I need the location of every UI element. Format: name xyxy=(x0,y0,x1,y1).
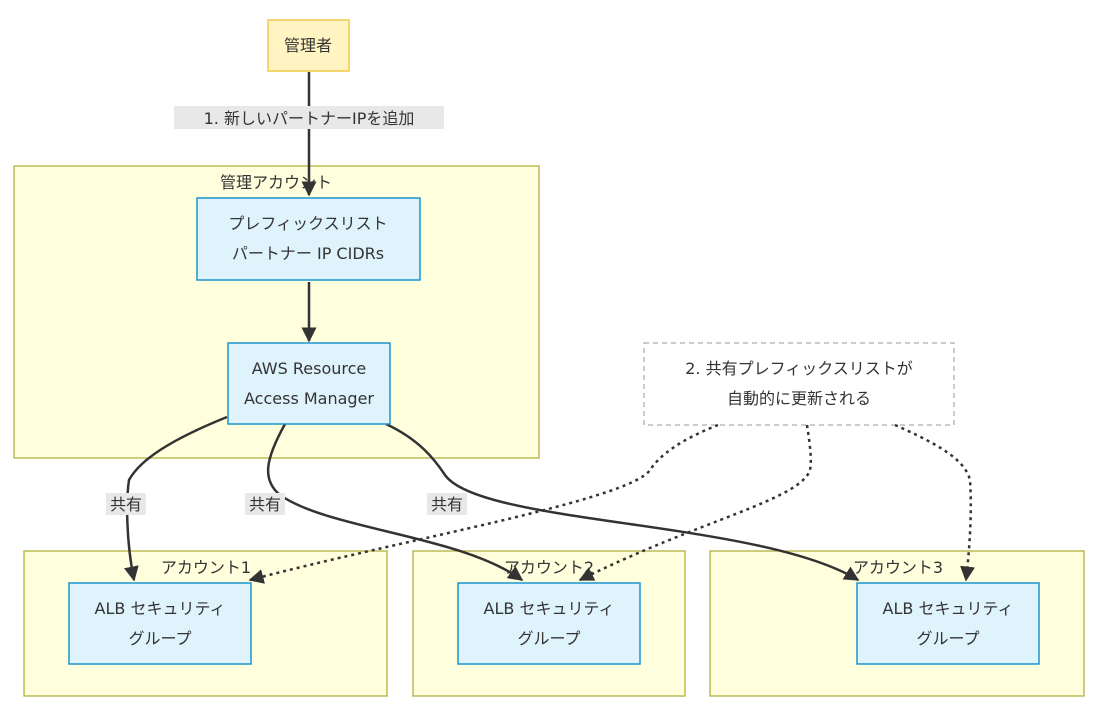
edge-ram-to-account3 xyxy=(385,422,860,582)
node-prefix-list-line-1: プレフィックスリスト xyxy=(228,214,387,233)
node-prefix-list: プレフィックスリスト パートナー IP CIDRs xyxy=(196,197,421,281)
cluster-account2-label: アカウント2 xyxy=(504,558,594,577)
edge-note-to-account2 xyxy=(578,424,813,582)
edge-note-to-account1 xyxy=(248,423,719,584)
node-alb-sg-3: ALB セキュリティ グループ xyxy=(856,582,1040,665)
node-ram-line-2: Access Manager xyxy=(244,389,374,408)
node-alb-sg-2: ALB セキュリティ グループ xyxy=(457,582,641,665)
svg-text:1. 新しいパートナーIPを追加: 1. 新しいパートナーIPを追加 xyxy=(204,109,415,128)
edge-ram-to-account1 xyxy=(124,415,228,582)
update-note: 2. 共有プレフィックスリストが 自動的に更新される xyxy=(643,342,955,426)
svg-text:共有: 共有 xyxy=(249,495,281,514)
node-prefix-list-line-2: パートナー IP CIDRs xyxy=(232,244,384,263)
cluster-account1-label: アカウント1 xyxy=(161,558,251,577)
node-alb-sg-1-line-1: ALB セキュリティ xyxy=(95,599,226,618)
node-admin-label: 管理者 xyxy=(284,36,332,55)
node-alb-sg-2-line-1: ALB セキュリティ xyxy=(484,599,615,618)
edge-label-share1: 共有 xyxy=(106,493,146,515)
edge-label-share3: 共有 xyxy=(427,493,467,515)
node-alb-sg-1-line-2: グループ xyxy=(128,629,191,648)
edge-label-share2: 共有 xyxy=(245,493,285,515)
edge-label-add-ip: 1. 新しいパートナーIPを追加 xyxy=(174,106,444,129)
node-alb-sg-2-line-2: グループ xyxy=(517,629,580,648)
node-admin: 管理者 xyxy=(267,19,350,72)
node-ram-line-1: AWS Resource xyxy=(252,359,367,378)
node-ram: AWS Resource Access Manager xyxy=(227,342,391,425)
svg-text:共有: 共有 xyxy=(110,495,142,514)
cluster-admin-account-label: 管理アカウント xyxy=(220,173,332,192)
node-alb-sg-1: ALB セキュリティ グループ xyxy=(68,582,252,665)
note-line-1: 2. 共有プレフィックスリストが xyxy=(685,359,913,378)
svg-text:共有: 共有 xyxy=(431,495,463,514)
edge-ram-to-account2 xyxy=(266,423,524,582)
cluster-account3-label: アカウント3 xyxy=(853,558,943,577)
note-line-2: 自動的に更新される xyxy=(727,389,871,408)
node-alb-sg-3-line-2: グループ xyxy=(916,629,979,648)
node-alb-sg-3-line-1: ALB セキュリティ xyxy=(883,599,1014,618)
